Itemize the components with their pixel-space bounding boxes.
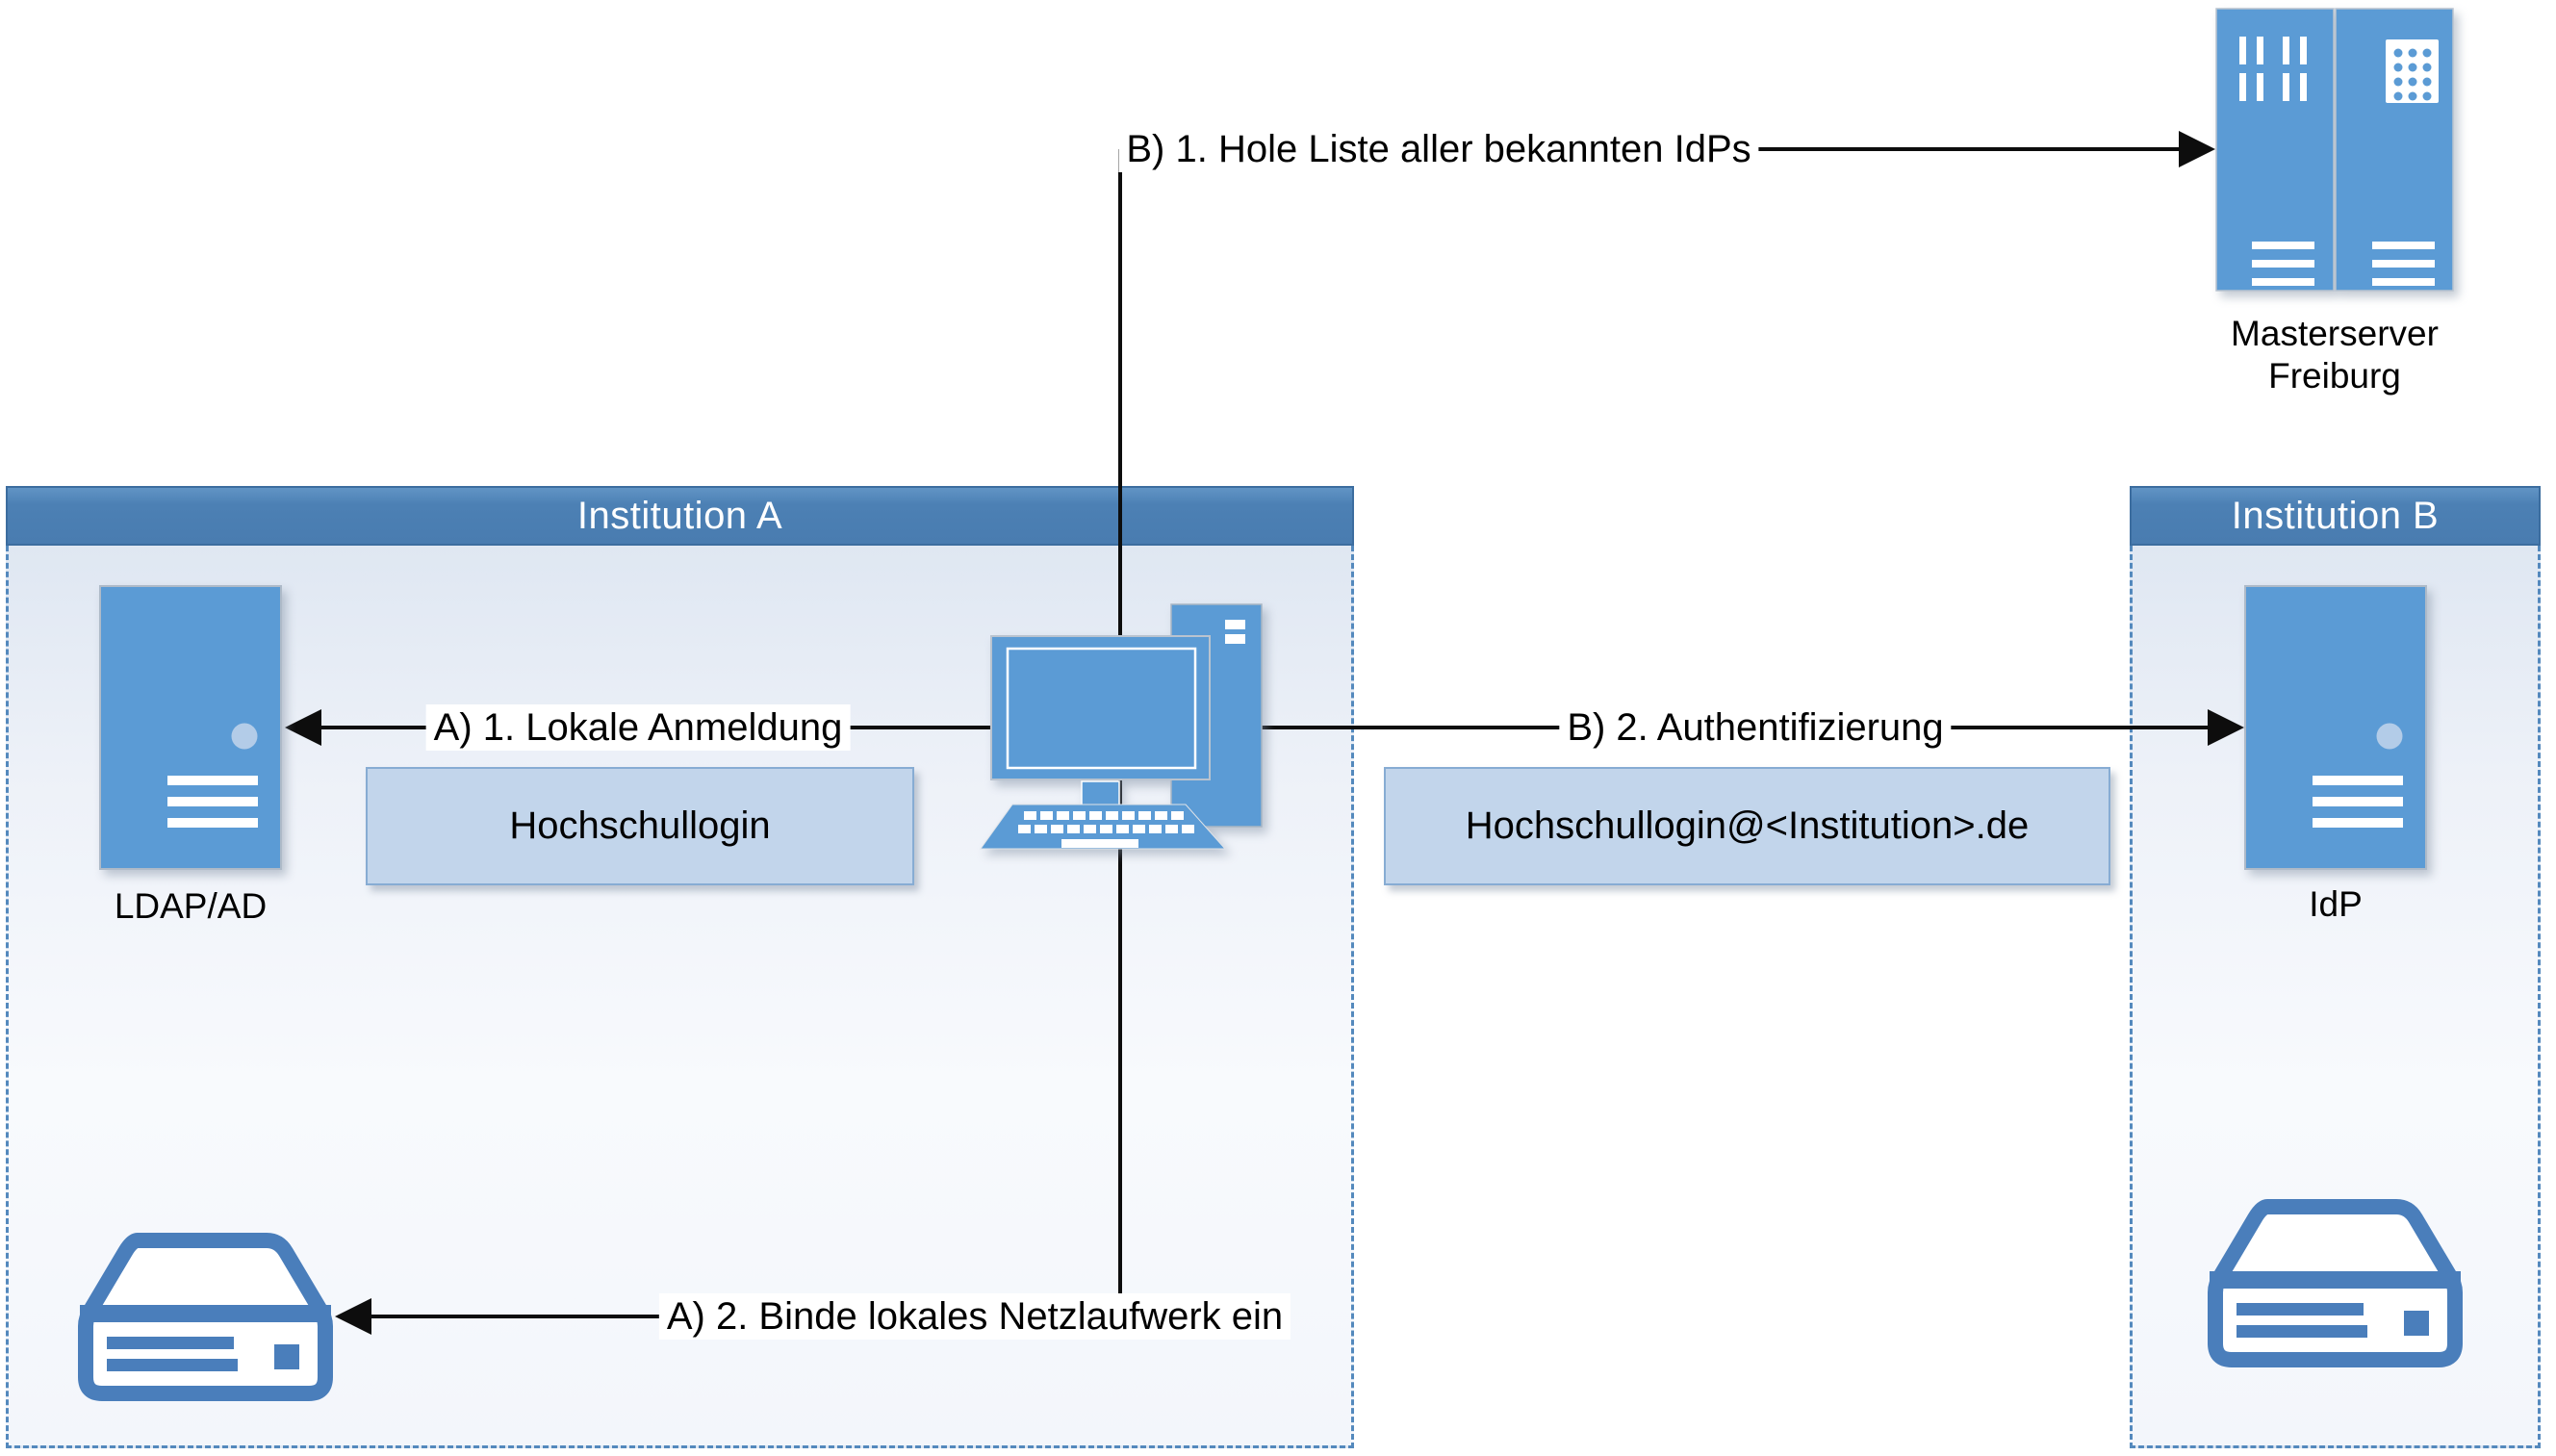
hochschullogin-text: Hochschullogin [509, 805, 771, 847]
federated-login-callout: Hochschullogin@<Institution>.de [1384, 767, 2110, 885]
institution-b-header: Institution B [2130, 486, 2541, 546]
institution-a-header: Institution A [6, 486, 1354, 546]
masterserver-label: Masterserver Freiburg [2231, 314, 2439, 396]
institution-b-title: Institution B [2231, 494, 2440, 537]
masterserver-vent-bars [2239, 37, 2307, 101]
computer-monitor [990, 635, 1211, 806]
edge-label-a2: A) 2. Binde lokales Netzlaufwerk ein [658, 1293, 1291, 1340]
masterserver-icon [2215, 8, 2454, 292]
client-computer-icon [980, 603, 1263, 850]
arrowhead-b1-right-icon [2179, 131, 2215, 167]
masterserver-dots [2393, 48, 2432, 101]
edge-label-b2: B) 2. Authentifizierung [1559, 704, 1952, 751]
ldap-label: LDAP/AD [114, 886, 268, 926]
network-drive-a-icon [77, 1232, 334, 1403]
arrowhead-a1-left-icon [285, 709, 321, 746]
federated-login-text: Hochschullogin@<Institution>.de [1465, 805, 2030, 847]
arrowhead-a2-left-icon [335, 1298, 371, 1335]
ldap-server-icon [99, 585, 282, 870]
hochschullogin-callout: Hochschullogin [366, 767, 914, 885]
edge-label-a1: A) 1. Lokale Anmeldung [425, 704, 851, 751]
computer-keyboard [980, 804, 1227, 850]
network-drive-b-icon [2207, 1198, 2464, 1369]
edge-label-b1: B) 1. Hole Liste aller bekannten IdPs [1118, 126, 1759, 172]
institution-a-title: Institution A [576, 494, 783, 537]
arrowhead-b2-right-icon [2208, 709, 2244, 746]
masterserver-drive-slots [2252, 242, 2435, 286]
idp-label: IdP [2309, 884, 2363, 924]
idp-server-icon [2244, 585, 2427, 870]
